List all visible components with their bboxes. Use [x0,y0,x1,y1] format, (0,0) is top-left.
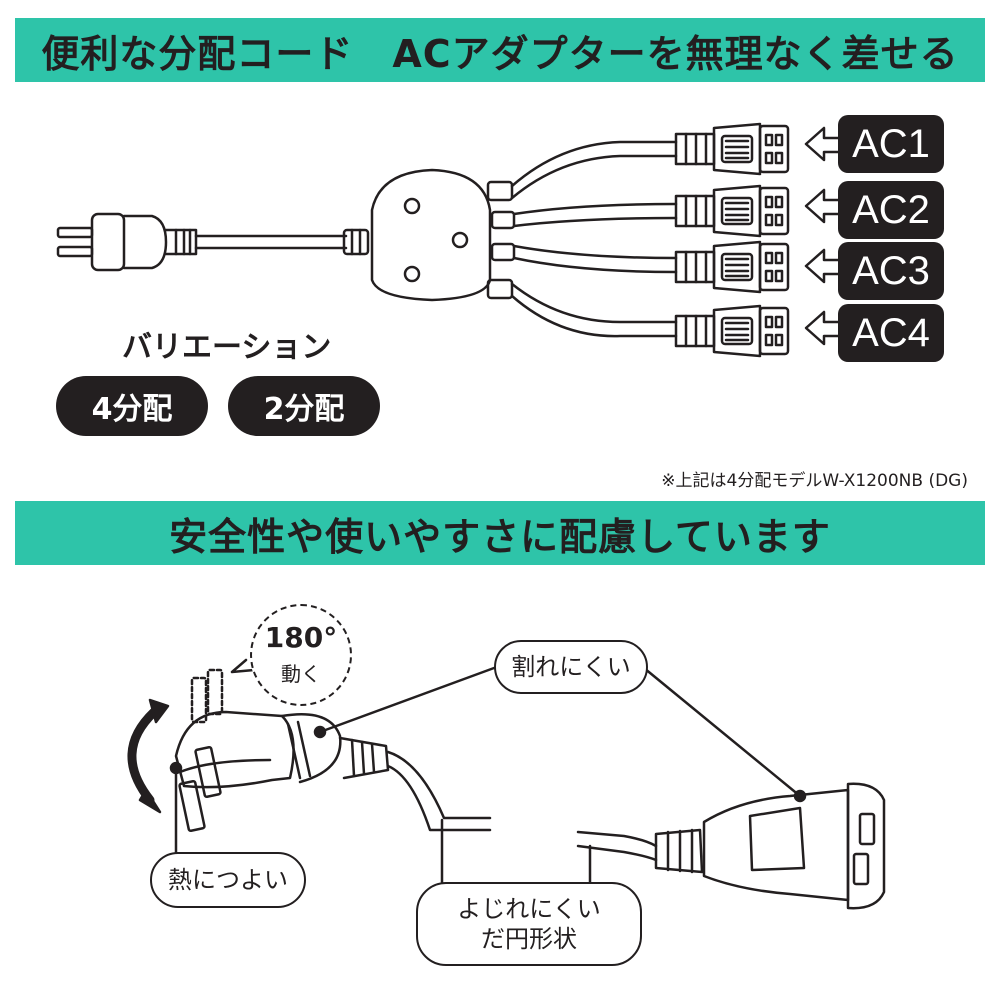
callout-twist-resistant: よじれにくい だ円形状 [416,882,642,966]
outlet-label-ac1: AC1 [838,115,944,173]
rotate-degrees: 180° [264,620,338,654]
socket-end [654,782,886,910]
callout-twist-line2: だ円形状 [481,925,577,953]
header-title-bottom: 安全性や使いやすさに配慮しています [169,514,831,559]
model-note: ※上記は4分配モデルW-X1200NB (DG) [661,471,968,491]
variation-option-4way: 4分配 [56,376,208,436]
swivel-plug [169,710,390,833]
callout-heat-resistant: 熱につよい [150,852,306,908]
header-banner-top: 便利な分配コード ACアダプターを無理なく差せる [15,18,985,82]
outlet-label-ac4: AC4 [838,304,944,362]
header-title-top: 便利な分配コード ACアダプターを無理なく差せる [41,31,959,76]
callout-crack-resistant: 割れにくい [494,640,648,694]
rotate-label: 動く [281,661,321,686]
header-banner-bottom: 安全性や使いやすさに配慮しています [15,501,985,565]
callout-twist-line1: よじれにくい [457,895,601,923]
splitter-hub [370,168,492,302]
rotate-callout: 180° 動く [250,604,352,706]
variation-title: バリエーション [122,330,332,365]
outlet-label-ac3: AC3 [838,242,944,300]
input-plug [56,212,198,272]
outlet-label-ac2: AC2 [838,181,944,239]
variation-option-2way: 2分配 [228,376,380,436]
rotation-arrow-icon [127,698,170,814]
outlet-sockets [674,122,790,358]
insert-arrows [804,126,842,346]
